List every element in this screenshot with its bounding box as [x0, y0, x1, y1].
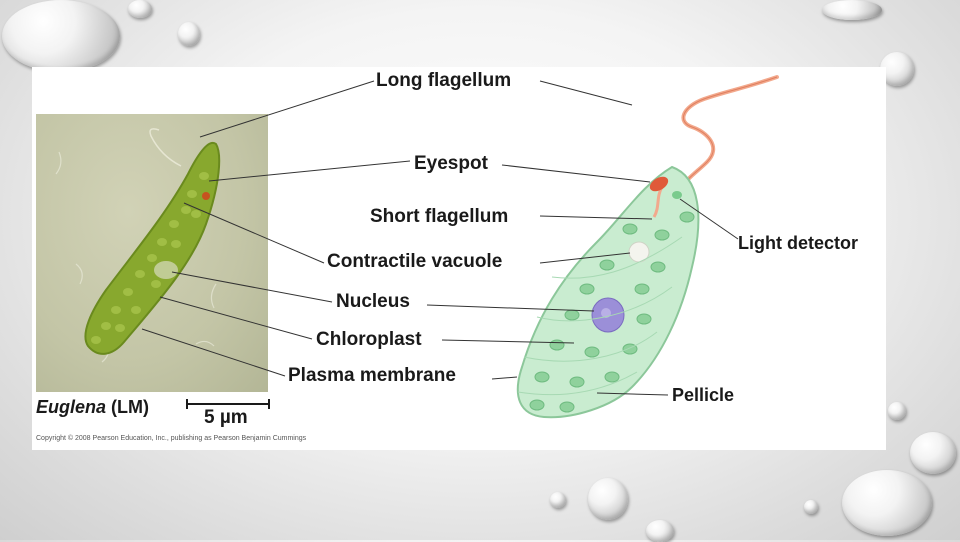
- caption-method: (LM): [111, 397, 149, 417]
- water-drop-decoration: [178, 22, 200, 46]
- chloroplast-shape: [600, 260, 614, 270]
- chloroplast-shape: [635, 284, 649, 294]
- chloroplast-shape: [530, 400, 544, 410]
- label-light-detector: Light detector: [738, 233, 858, 254]
- chloroplast-shape: [550, 340, 564, 350]
- chloroplast-shape: [605, 372, 619, 382]
- micrograph-caption: Euglena (LM): [36, 397, 149, 418]
- scale-bar: [186, 403, 270, 405]
- label-nucleus: Nucleus: [336, 291, 410, 313]
- chloroplast-shape: [680, 212, 694, 222]
- chloroplast-shape: [651, 262, 665, 272]
- chloroplast-shape: [560, 402, 574, 412]
- chloroplast-shape: [637, 314, 651, 324]
- water-drop-decoration: [2, 0, 120, 72]
- leader-eyespot-left: [209, 161, 410, 181]
- leader-eyespot-right: [502, 165, 650, 182]
- chloroplast-shape: [580, 284, 594, 294]
- chloroplast-shape: [565, 310, 579, 320]
- label-contractile-vacuole: Contractile vacuole: [327, 251, 502, 273]
- chloroplast-shape: [570, 377, 584, 387]
- scale-bar-label: 5 µm: [204, 407, 248, 429]
- euglena-figure: Long flagellum Eyespot Short flagellum L…: [32, 67, 886, 450]
- chloroplast-shape: [655, 230, 669, 240]
- copyright-notice: Copyright © 2008 Pearson Education, Inc.…: [36, 435, 306, 442]
- water-drop-decoration: [910, 432, 956, 474]
- label-long-flagellum: Long flagellum: [376, 70, 511, 92]
- label-short-flagellum: Short flagellum: [370, 206, 508, 228]
- caption-organism: Euglena: [36, 397, 106, 417]
- label-plasma-membrane: Plasma membrane: [288, 365, 456, 387]
- water-drop-decoration: [804, 500, 818, 514]
- light-detector-shape: [672, 191, 682, 199]
- chloroplast-shape: [623, 224, 637, 234]
- water-drop-decoration: [888, 402, 906, 420]
- water-drop-decoration: [822, 0, 882, 20]
- label-eyespot: Eyespot: [414, 153, 488, 175]
- leader-plasma-membrane-left: [142, 329, 285, 376]
- water-drop-decoration: [842, 470, 932, 536]
- label-pellicle: Pellicle: [672, 385, 734, 406]
- leader-contractile-vacuole-left: [184, 203, 324, 263]
- leader-nucleus-left: [172, 272, 332, 302]
- leader-long-flagellum-right: [540, 81, 632, 105]
- chloroplast-shape: [535, 372, 549, 382]
- water-drop-decoration: [128, 0, 152, 18]
- label-chloroplast: Chloroplast: [316, 329, 422, 351]
- leader-plasma-membrane-right: [492, 377, 517, 379]
- leader-long-flagellum-left: [200, 81, 374, 137]
- water-drop-decoration: [588, 478, 628, 520]
- chloroplast-shape: [585, 347, 599, 357]
- leader-chloroplast-left: [160, 297, 312, 339]
- water-drop-decoration: [646, 520, 674, 542]
- water-drop-decoration: [550, 492, 566, 508]
